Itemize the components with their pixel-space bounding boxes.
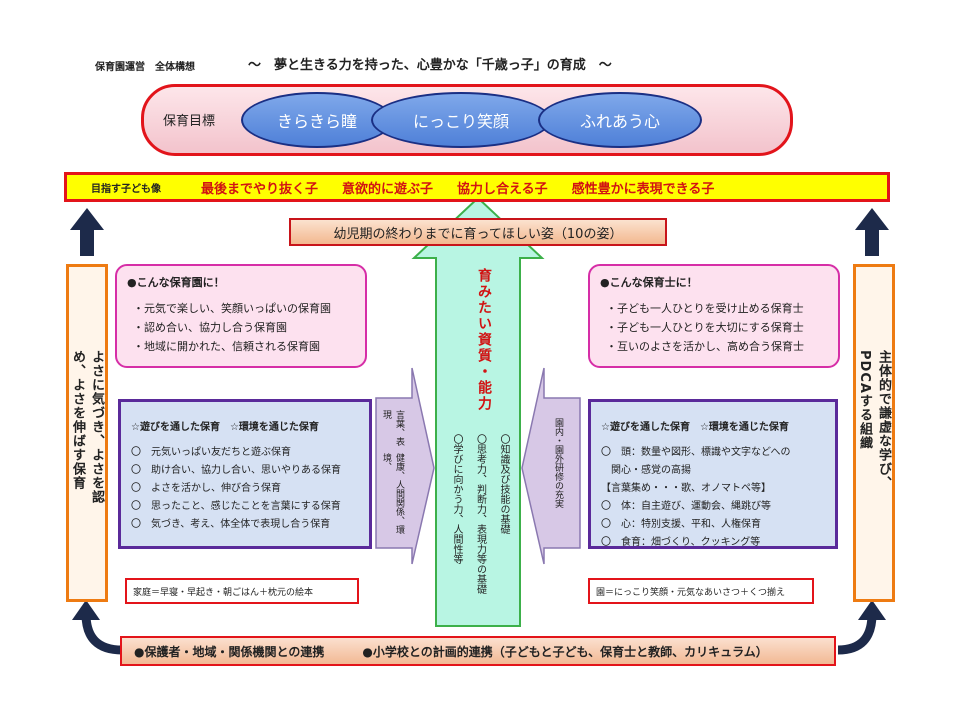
left-side-box: よさに気づき、よさを認め、よさを伸ばす保育 <box>66 264 108 602</box>
teacher-item-2: ・子ども一人ひとりを大切にする保育士 <box>606 321 804 334</box>
right-side-arrow <box>521 367 581 565</box>
center-item-1: 〇知識及び技能の基礎 <box>498 434 509 534</box>
play-left-item-5: 〇 気づき、考え、体全体で表現し合う保育 <box>131 519 331 530</box>
aim-item-1: 最後までやり抜く子 <box>201 181 319 197</box>
play-right-item-5: 〇 心：特別支援、平和、人権保育 <box>601 519 761 530</box>
nursery-item-2: ・認め合い、協力し合う保育園 <box>133 321 287 334</box>
right-side-box: 主体的で謙虚な学び、PDCAする組織 <box>853 264 895 602</box>
ten-shapes-box: 幼児期の終わりまでに育ってほしい姿（10の姿） <box>289 218 667 246</box>
play-right-item-1: 〇 頭：数量や図形、標識や文字などへの <box>601 447 791 458</box>
left-arrow-line-2: 言葉、表現 <box>381 410 404 446</box>
bottom-left-arrowhead <box>72 600 100 620</box>
aim-item-3: 協力し合える子 <box>457 181 548 197</box>
goal-oval-3: ふれあう心 <box>538 92 702 148</box>
play-right-box: ☆遊びを通した保育 ☆環境を通じた保育 〇 頭：数量や図形、標識や文字などへの … <box>588 399 838 549</box>
center-item-3: 〇学びに向かう力、人間性等 <box>451 434 462 564</box>
play-left-item-3: 〇 よさを活かし、伸び合う保育 <box>131 483 281 494</box>
play-left-item-2: 〇 助け合い、協力し合い、思いやりある保育 <box>131 465 341 476</box>
play-right-item-3: 【言葉集め・・・歌、オノマトペ等】 <box>601 483 771 494</box>
center-item-2: 〇思考力、判断力、表現力等の基礎 <box>474 434 486 594</box>
play-left-item-4: 〇 思ったこと、感じたことを言葉にする保育 <box>131 501 341 512</box>
center-items: 〇知識及び技能の基礎 〇思考力、判断力、表現力等の基礎 〇学びに向かう力、人間性… <box>449 434 511 624</box>
left-side-arrow <box>375 367 435 565</box>
play-right-item-2: 関心・感覚の高揚 <box>601 465 691 476</box>
aim-item-4: 感性豊かに表現できる子 <box>571 181 715 197</box>
center-title: 育みたい資質・能力 <box>476 268 492 412</box>
aims-band: 目指す子ども像 最後までやり抜く子 意欲的に遊ぶ子 協力し合える子 感性豊かに表… <box>64 172 890 202</box>
teacher-box: ●こんな保育士に！ ・子ども一人ひとりを受け止める保育士 ・子ども一人ひとりを大… <box>588 264 840 368</box>
bottom-band: ●保護者・地域・関係機関との連携 ●小学校との計画的連携（子どもと子ども、保育士… <box>120 636 836 666</box>
teacher-item-3: ・互いのよさを活かし、高め合う保育士 <box>606 340 804 353</box>
goal-oval-1: きらきら瞳 <box>241 92 393 148</box>
aim-item-2: 意欲的に遊ぶ子 <box>342 181 434 197</box>
play-left-box: ☆遊びを通した保育 ☆環境を通じた保育 〇 元気いっぱい友だちと遊ぶ保育 〇 助… <box>118 399 372 549</box>
bottom-item-2: ●小学校との計画的連携（子どもと子ども、保育士と教師、カリキュラム） <box>362 644 768 659</box>
goals-label: 保育目標 <box>163 114 216 129</box>
right-up-arrow <box>855 208 889 256</box>
nursery-item-1: ・元気で楽しい、笑顔いっぱいの保育園 <box>133 302 331 315</box>
right-side-text: 主体的で謙虚な学び、PDCAする組織 <box>857 350 891 490</box>
play-right-item-6: 〇 食育：畑づくり、クッキング等 <box>601 537 761 548</box>
nursery-head: ●こんな保育園に！ <box>127 276 225 289</box>
goal-oval-2: にっこり笑顔 <box>371 92 551 148</box>
play-right-item-4: 〇 体：自主遊び、運動会、縄跳び等 <box>601 501 771 512</box>
teacher-item-1: ・子ども一人ひとりを受け止める保育士 <box>606 302 804 315</box>
garden-box: 園＝にっこり笑顔・元気なあいさつ＋くつ揃え <box>588 578 814 604</box>
page-title: ～ 夢と生きる力を持った、心豊かな「千歳っ子」の育成 ～ <box>248 58 612 73</box>
right-arrow-text: 園内・園外研修の充実 <box>553 418 563 508</box>
aims-label: 目指す子ども像 <box>91 183 161 195</box>
bottom-left-curve <box>81 613 123 655</box>
header-label: 保育園運営 全体構想 <box>95 62 195 73</box>
left-arrow-text: 健康、人間関係、環境、 言葉、表現 <box>380 410 406 540</box>
teacher-head: ●こんな保育士に！ <box>600 276 698 289</box>
bottom-item-1: ●保護者・地域・関係機関との連携 <box>134 644 325 659</box>
left-up-arrow <box>70 208 104 256</box>
home-box: 家庭＝早寝・早起き・朝ごはん＋枕元の絵本 <box>125 578 359 604</box>
left-arrow-line-1: 健康、人間関係、環境、 <box>381 452 404 534</box>
bottom-right-arrowhead <box>858 600 886 620</box>
play-left-head: ☆遊びを通した保育 ☆環境を通じた保育 <box>131 422 319 433</box>
play-right-head: ☆遊びを通した保育 ☆環境を通じた保育 <box>601 422 789 433</box>
nursery-box: ●こんな保育園に！ ・元気で楽しい、笑顔いっぱいの保育園 ・認め合い、協力し合う… <box>115 264 367 368</box>
nursery-item-3: ・地域に開かれた、信頼される保育園 <box>133 340 320 353</box>
left-side-text: よさに気づき、よさを認め、よさを伸ばす保育 <box>70 350 104 504</box>
play-left-item-1: 〇 元気いっぱい友だちと遊ぶ保育 <box>131 447 291 458</box>
